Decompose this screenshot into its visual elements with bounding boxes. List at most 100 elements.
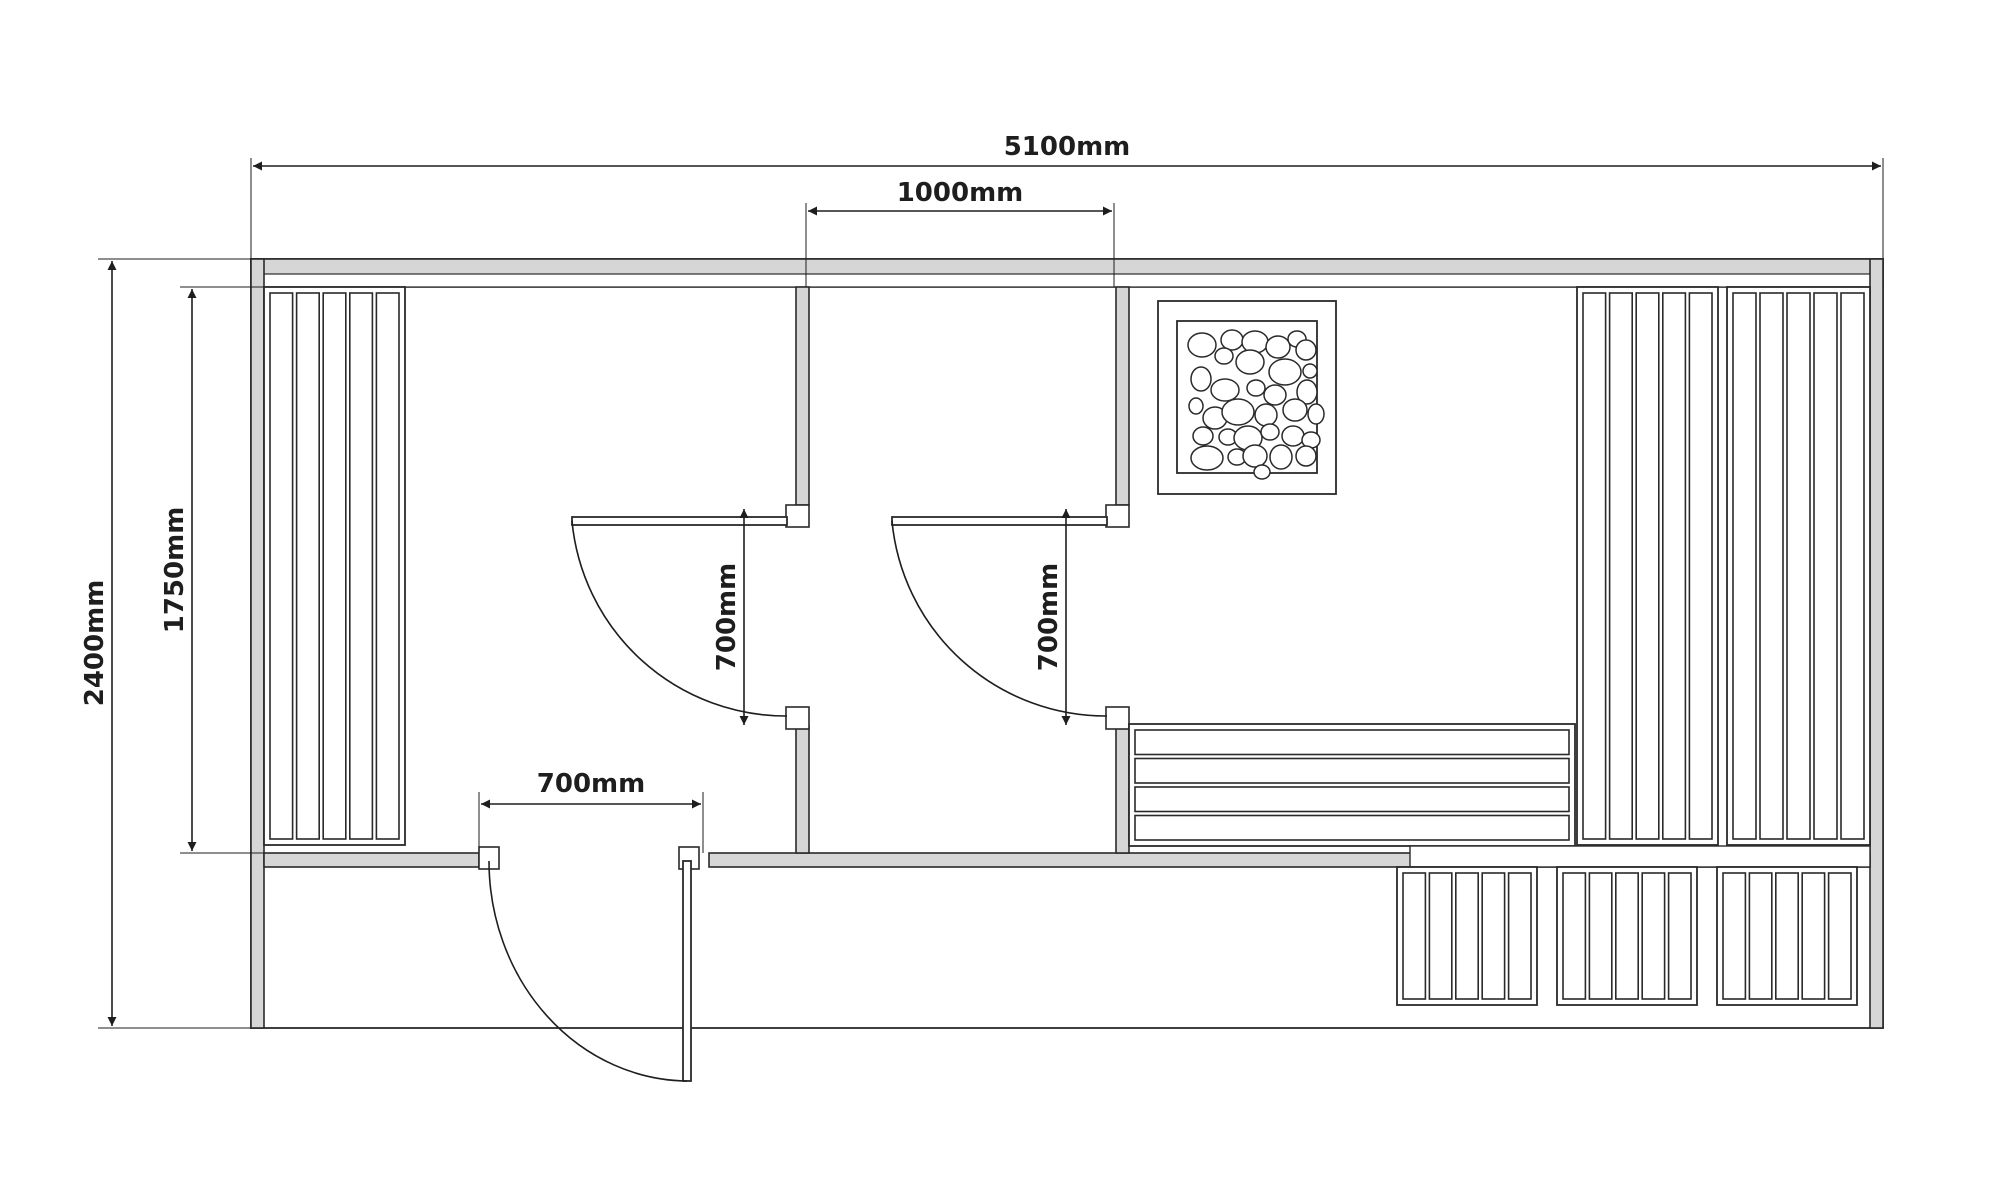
heater-stone <box>1254 403 1278 427</box>
bench-slat <box>1827 872 1852 1000</box>
bench-slat <box>1722 872 1747 1000</box>
bench-slat <box>1134 729 1570 756</box>
bench-slat <box>1134 814 1570 841</box>
bench-slat <box>1507 872 1532 1000</box>
bench-slat <box>1775 872 1800 1000</box>
bench-slat <box>1588 872 1613 1000</box>
heater-stone <box>1235 349 1265 375</box>
dimension-label-overall-width: 5100mm <box>1004 132 1131 162</box>
right-wall <box>1869 258 1884 1029</box>
door-swing-arc <box>488 860 688 1082</box>
heater-stone <box>1268 358 1302 386</box>
heater-stone <box>1263 384 1287 406</box>
dimension-label-entry-door: 700mm <box>537 769 645 799</box>
partition-2-upper <box>1115 286 1130 506</box>
bench-slat <box>1615 872 1640 1000</box>
bench-slat <box>375 292 400 840</box>
heater-stone <box>1295 339 1317 361</box>
heater-stone <box>1187 332 1217 358</box>
bench-slat <box>295 292 321 840</box>
left-wall <box>250 258 265 1029</box>
door-leaf <box>571 516 788 526</box>
door-jamb <box>1105 504 1130 528</box>
door-swing-arc <box>891 520 1108 717</box>
bench-slat <box>1428 872 1453 1000</box>
bench-right-a <box>1576 286 1719 846</box>
heater-stone <box>1188 397 1204 415</box>
door-inner-1 <box>571 504 810 730</box>
bench-slat <box>322 292 347 840</box>
dimension-label-partition-spacing: 1000mm <box>897 178 1024 208</box>
middle-wall-left <box>263 852 480 868</box>
heater-stone <box>1281 425 1305 447</box>
door-jamb <box>1105 706 1130 730</box>
bench-slat <box>1732 292 1757 840</box>
heater-stone <box>1246 379 1266 397</box>
dimension-label-room-depth: 1750mm <box>160 507 190 634</box>
bench-slat <box>348 292 374 840</box>
bench-right-b <box>1726 286 1871 846</box>
walls <box>250 258 1884 1029</box>
heater-stone <box>1253 464 1271 480</box>
top-wall-inner-line <box>262 273 1872 288</box>
bench-slat <box>1134 786 1570 813</box>
dimension-label-overall-depth: 2400mm <box>80 580 110 707</box>
corridor-bench-1 <box>1396 866 1538 1006</box>
bench-slat <box>269 292 294 840</box>
door-leaf <box>891 516 1108 526</box>
bench-slat <box>1481 872 1506 1000</box>
partition-1-lower <box>795 725 810 854</box>
door-entry <box>478 846 700 1082</box>
bench-slat <box>1641 872 1666 1000</box>
heater-stone <box>1190 366 1212 392</box>
corridor-bench-3 <box>1716 866 1858 1006</box>
bench-slat <box>1667 872 1692 1000</box>
bench-slat <box>1840 292 1865 840</box>
heater-stone <box>1241 330 1269 354</box>
bench-horizontal <box>1128 723 1576 847</box>
heater-stone <box>1221 398 1255 426</box>
corridor-bench-2 <box>1556 866 1698 1006</box>
bench-slat <box>1813 292 1838 840</box>
bench-slat <box>1134 757 1570 784</box>
door-leaf <box>682 860 692 1082</box>
bench-slat <box>1688 292 1713 840</box>
door-inner-2 <box>891 504 1130 730</box>
heater-stone <box>1210 378 1240 402</box>
heater-stone <box>1214 347 1234 365</box>
bench-slat <box>1662 292 1687 840</box>
heater-stone <box>1265 335 1291 359</box>
dimension-label-door-1: 700mm <box>712 563 742 671</box>
bench-left <box>263 286 406 846</box>
stove-inner <box>1176 320 1318 474</box>
heater-stone <box>1302 363 1318 379</box>
partition-2-lower <box>1115 725 1130 854</box>
bench-slat <box>1801 872 1826 1000</box>
bench-slat <box>1748 872 1773 1000</box>
bench-slat <box>1635 292 1660 840</box>
bench-slat <box>1759 292 1784 840</box>
heater-stone <box>1307 403 1325 425</box>
heater-stone <box>1190 445 1224 471</box>
door-jamb <box>785 706 810 730</box>
door-jamb <box>785 504 810 528</box>
partition-1-upper <box>795 286 810 506</box>
heater-stone <box>1269 444 1293 470</box>
bench-slat <box>1608 292 1633 840</box>
bench-slat <box>1455 872 1480 1000</box>
heater-stone <box>1295 445 1317 467</box>
bench-slat <box>1582 292 1607 840</box>
dimensions: 5100mm 1000mm 2400mm 1750mm 700mm 700mm … <box>80 132 1884 1029</box>
heater-stone <box>1260 423 1280 441</box>
heater-stone <box>1220 329 1244 351</box>
bench-slat <box>1786 292 1811 840</box>
stove-outer <box>1157 300 1337 495</box>
corridor-shelf-strip <box>1409 845 1871 868</box>
heater-stone <box>1282 398 1308 422</box>
heater-stone <box>1242 444 1268 468</box>
bench-slat <box>1402 872 1427 1000</box>
dimension-label-door-2: 700mm <box>1034 563 1064 671</box>
bench-slat <box>1562 872 1587 1000</box>
